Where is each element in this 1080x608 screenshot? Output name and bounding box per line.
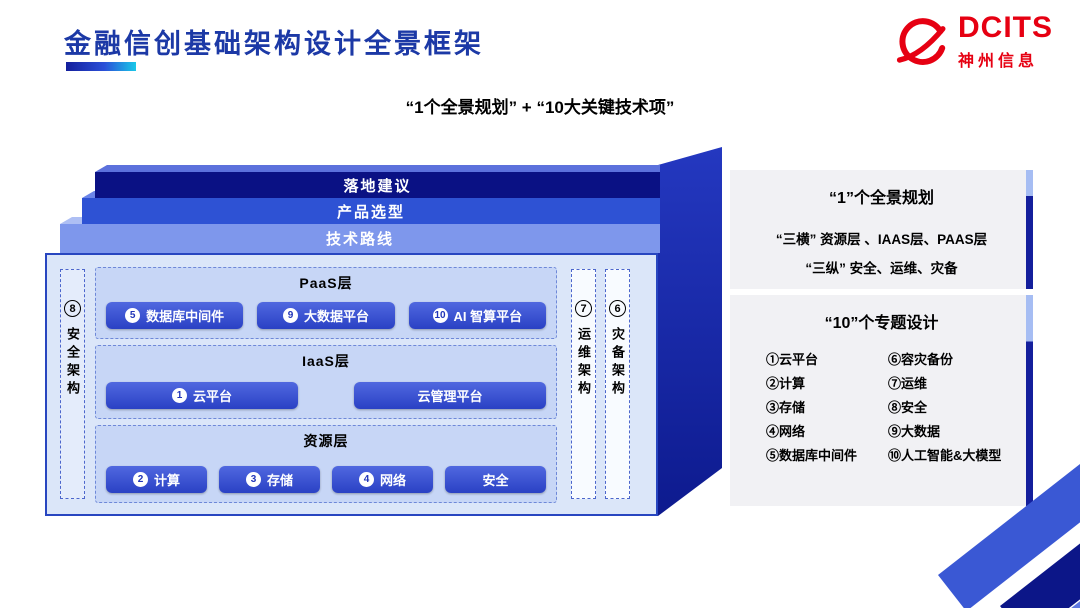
layer-product-selection: 产品选型 — [82, 198, 660, 224]
box-database-middleware: 5 数据库中间件 — [106, 302, 244, 329]
special-designs-column-1: ①云平台 ②计算 ③存储 ④网络 ⑤数据库中间件 — [766, 351, 888, 464]
security-architecture-bar: 8 安全架构 — [60, 269, 85, 499]
diagram-center: PaaS层 5 数据库中间件 9 大数据平台 10 AI 智算平台 — [95, 267, 557, 503]
box-cloud-management-platform-label: 云管理平台 — [417, 389, 483, 404]
layer-landing-advice-label: 落地建议 — [343, 177, 412, 195]
security-architecture-label: 安全架构 — [65, 327, 80, 399]
box-big-data-platform: 9 大数据平台 — [257, 302, 395, 329]
layer-technical-route: 技术路线 — [60, 224, 660, 253]
box-ai-platform: 10 AI 智算平台 — [408, 302, 546, 329]
panel-special-designs: “10”个专题设计 ①云平台 ②计算 ③存储 ④网络 ⑤数据库中间件 ⑥容灾备份… — [730, 295, 1033, 506]
resource-button-row: 2 计算 3 存储 4 网络 安全 — [106, 466, 546, 493]
security-architecture-number: 8 — [64, 300, 81, 317]
ops-architecture-bar: 7 运维架构 — [571, 269, 596, 499]
box-security-label: 安全 — [482, 473, 509, 488]
box-network: 4 网络 — [332, 466, 433, 493]
panel-special-designs-title: “10”个专题设计 — [824, 315, 939, 332]
panel-overall-plan-title: “1”个全景规划 — [829, 190, 934, 207]
design-item-compute: ②计算 — [766, 376, 806, 391]
section-resource-title: 资源层 — [303, 433, 349, 449]
ops-architecture-label: 运维架构 — [576, 327, 591, 399]
number-disc-9: 9 — [282, 308, 298, 323]
design-item-cloud: ①云平台 — [766, 352, 819, 367]
design-item-dr-backup: ⑥容灾备份 — [888, 352, 954, 367]
section-paas: PaaS层 5 数据库中间件 9 大数据平台 10 AI 智算平台 — [95, 267, 557, 339]
diagram-body: 8 安全架构 PaaS层 5 数据库中间件 9 大数据平台 10 — [45, 253, 658, 516]
logo-brand: DCITS — [958, 11, 1053, 44]
panel-overall-plan-line-1: “三横” 资源层 、IAAS层、PAAS层 — [775, 232, 988, 247]
box-compute: 2 计算 — [106, 466, 207, 493]
number-disc-3: 3 — [245, 472, 261, 487]
box-network-label: 网络 — [379, 473, 406, 488]
section-paas-title: PaaS层 — [299, 275, 353, 291]
iaas-button-row: 1 云平台 云管理平台 — [106, 382, 546, 409]
box-storage: 3 存储 — [219, 466, 320, 493]
dr-architecture-bar: 6 灾备架构 — [605, 269, 630, 499]
design-item-storage: ③存储 — [766, 400, 806, 415]
box-compute-label: 计算 — [153, 473, 180, 488]
panel-accent-bar — [1026, 170, 1033, 289]
dr-architecture-number: 6 — [609, 300, 626, 317]
number-disc-4: 4 — [358, 472, 374, 487]
panel-overall-plan: “1”个全景规划 “三横” 资源层 、IAAS层、PAAS层 “三纵” 安全、运… — [730, 170, 1033, 289]
box-cloud-management-platform: 云管理平台 — [354, 382, 546, 409]
number-disc-5: 5 — [125, 308, 141, 323]
title-underline — [66, 62, 136, 71]
ops-architecture-number: 7 — [575, 300, 592, 317]
number-disc-2: 2 — [132, 472, 148, 487]
box-storage-label: 存储 — [266, 473, 293, 488]
number-disc-10: 10 — [432, 308, 448, 323]
box-big-data-platform-label: 大数据平台 — [303, 309, 369, 324]
subtitle: “1个全景规划” + “10大关键技术项” — [405, 98, 675, 117]
logo-text: DCITS 神州信息 — [958, 13, 1053, 71]
dr-architecture-label: 灾备架构 — [610, 327, 625, 399]
section-resource: 资源层 2 计算 3 存储 4 网络 安全 — [95, 425, 557, 503]
box-cloud-platform-label: 云平台 — [192, 389, 232, 404]
special-designs-column-2: ⑥容灾备份 ⑦运维 ⑧安全 ⑨大数据 ⑩人工智能&大模型 — [888, 351, 1001, 464]
panel-accent-bar — [1026, 295, 1033, 506]
page-title: 金融信创基础架构设计全景框架 — [64, 29, 484, 59]
box-database-middleware-label: 数据库中间件 — [146, 309, 225, 324]
design-item-ops: ⑦运维 — [888, 376, 928, 391]
dcits-logo-icon — [896, 18, 946, 65]
paas-button-row: 5 数据库中间件 9 大数据平台 10 AI 智算平台 — [106, 302, 546, 329]
box-security: 安全 — [445, 466, 546, 493]
logo-company: 神州信息 — [958, 53, 1039, 70]
design-item-bigdata: ⑨大数据 — [888, 424, 941, 439]
layer-landing-advice: 落地建议 — [95, 172, 660, 198]
design-item-security: ⑧安全 — [888, 400, 928, 415]
design-item-network: ④网络 — [766, 424, 806, 439]
number-disc-1: 1 — [171, 388, 187, 403]
dcits-logo: DCITS 神州信息 — [890, 12, 1053, 72]
box-cloud-platform: 1 云平台 — [106, 382, 298, 409]
section-iaas: IaaS层 1 云平台 云管理平台 — [95, 345, 557, 419]
panel-overall-plan-line-2: “三纵” 安全、运维、灾备 — [805, 261, 958, 276]
diagram-3d-side — [658, 147, 722, 516]
panel-special-designs-columns: ①云平台 ②计算 ③存储 ④网络 ⑤数据库中间件 ⑥容灾备份 ⑦运维 ⑧安全 ⑨… — [730, 351, 1033, 464]
layer-product-selection-label: 产品选型 — [336, 203, 405, 221]
design-item-ai: ⑩人工智能&大模型 — [888, 448, 1002, 463]
section-iaas-title: IaaS层 — [302, 353, 350, 369]
box-ai-platform-label: AI 智算平台 — [453, 309, 523, 324]
layer-technical-route-label: 技术路线 — [325, 231, 394, 248]
design-item-middleware: ⑤数据库中间件 — [766, 448, 858, 463]
